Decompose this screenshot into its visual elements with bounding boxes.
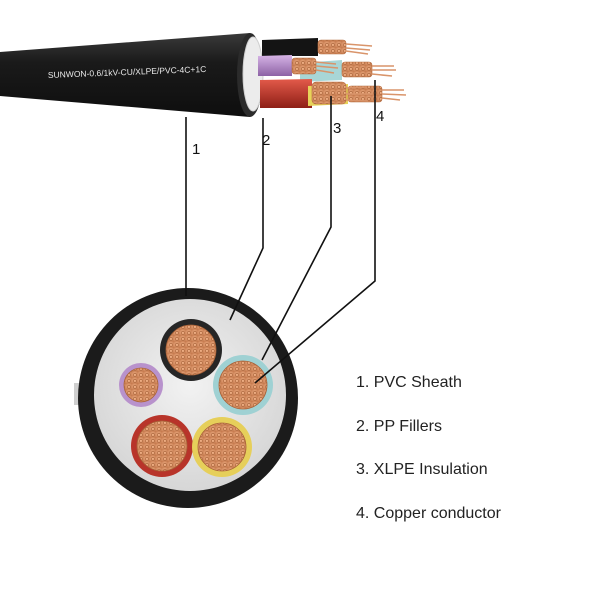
legend-item-copper-conductor: 4. Copper conductor — [356, 505, 501, 522]
callout-number-2: 2 — [262, 132, 270, 149]
callout-number-3: 3 — [333, 120, 341, 137]
callout-number-1: 1 — [192, 141, 200, 158]
core-red-side — [260, 79, 312, 108]
cable-cross-section — [74, 288, 298, 508]
legend-item-pvc-sheath: 1. PVC Sheath — [356, 374, 462, 391]
core-yellow — [192, 417, 252, 477]
legend-item-pp-fillers: 2. PP Fillers — [356, 418, 442, 435]
leader-lines — [185, 80, 376, 384]
core-blue — [213, 355, 273, 415]
sheath-nub — [74, 383, 82, 405]
legend-item-xlpe-insulation: 3. XLPE Insulation — [356, 461, 488, 478]
core-purple-side — [258, 55, 292, 76]
leader-line-3 — [261, 96, 332, 361]
cable-side-view: SUNWON-0.6/1kV-CU/XLPE/PVC-4C+1C — [0, 33, 407, 117]
callout-number-4: 4 — [376, 108, 384, 125]
core-black-side — [262, 38, 318, 56]
core-black — [160, 319, 222, 381]
copper-strands-side — [291, 39, 407, 105]
leader-line-4 — [254, 80, 376, 384]
sheath-body — [0, 33, 250, 117]
core-purple — [119, 363, 163, 407]
core-red — [131, 415, 193, 477]
leader-line-2 — [229, 118, 264, 321]
